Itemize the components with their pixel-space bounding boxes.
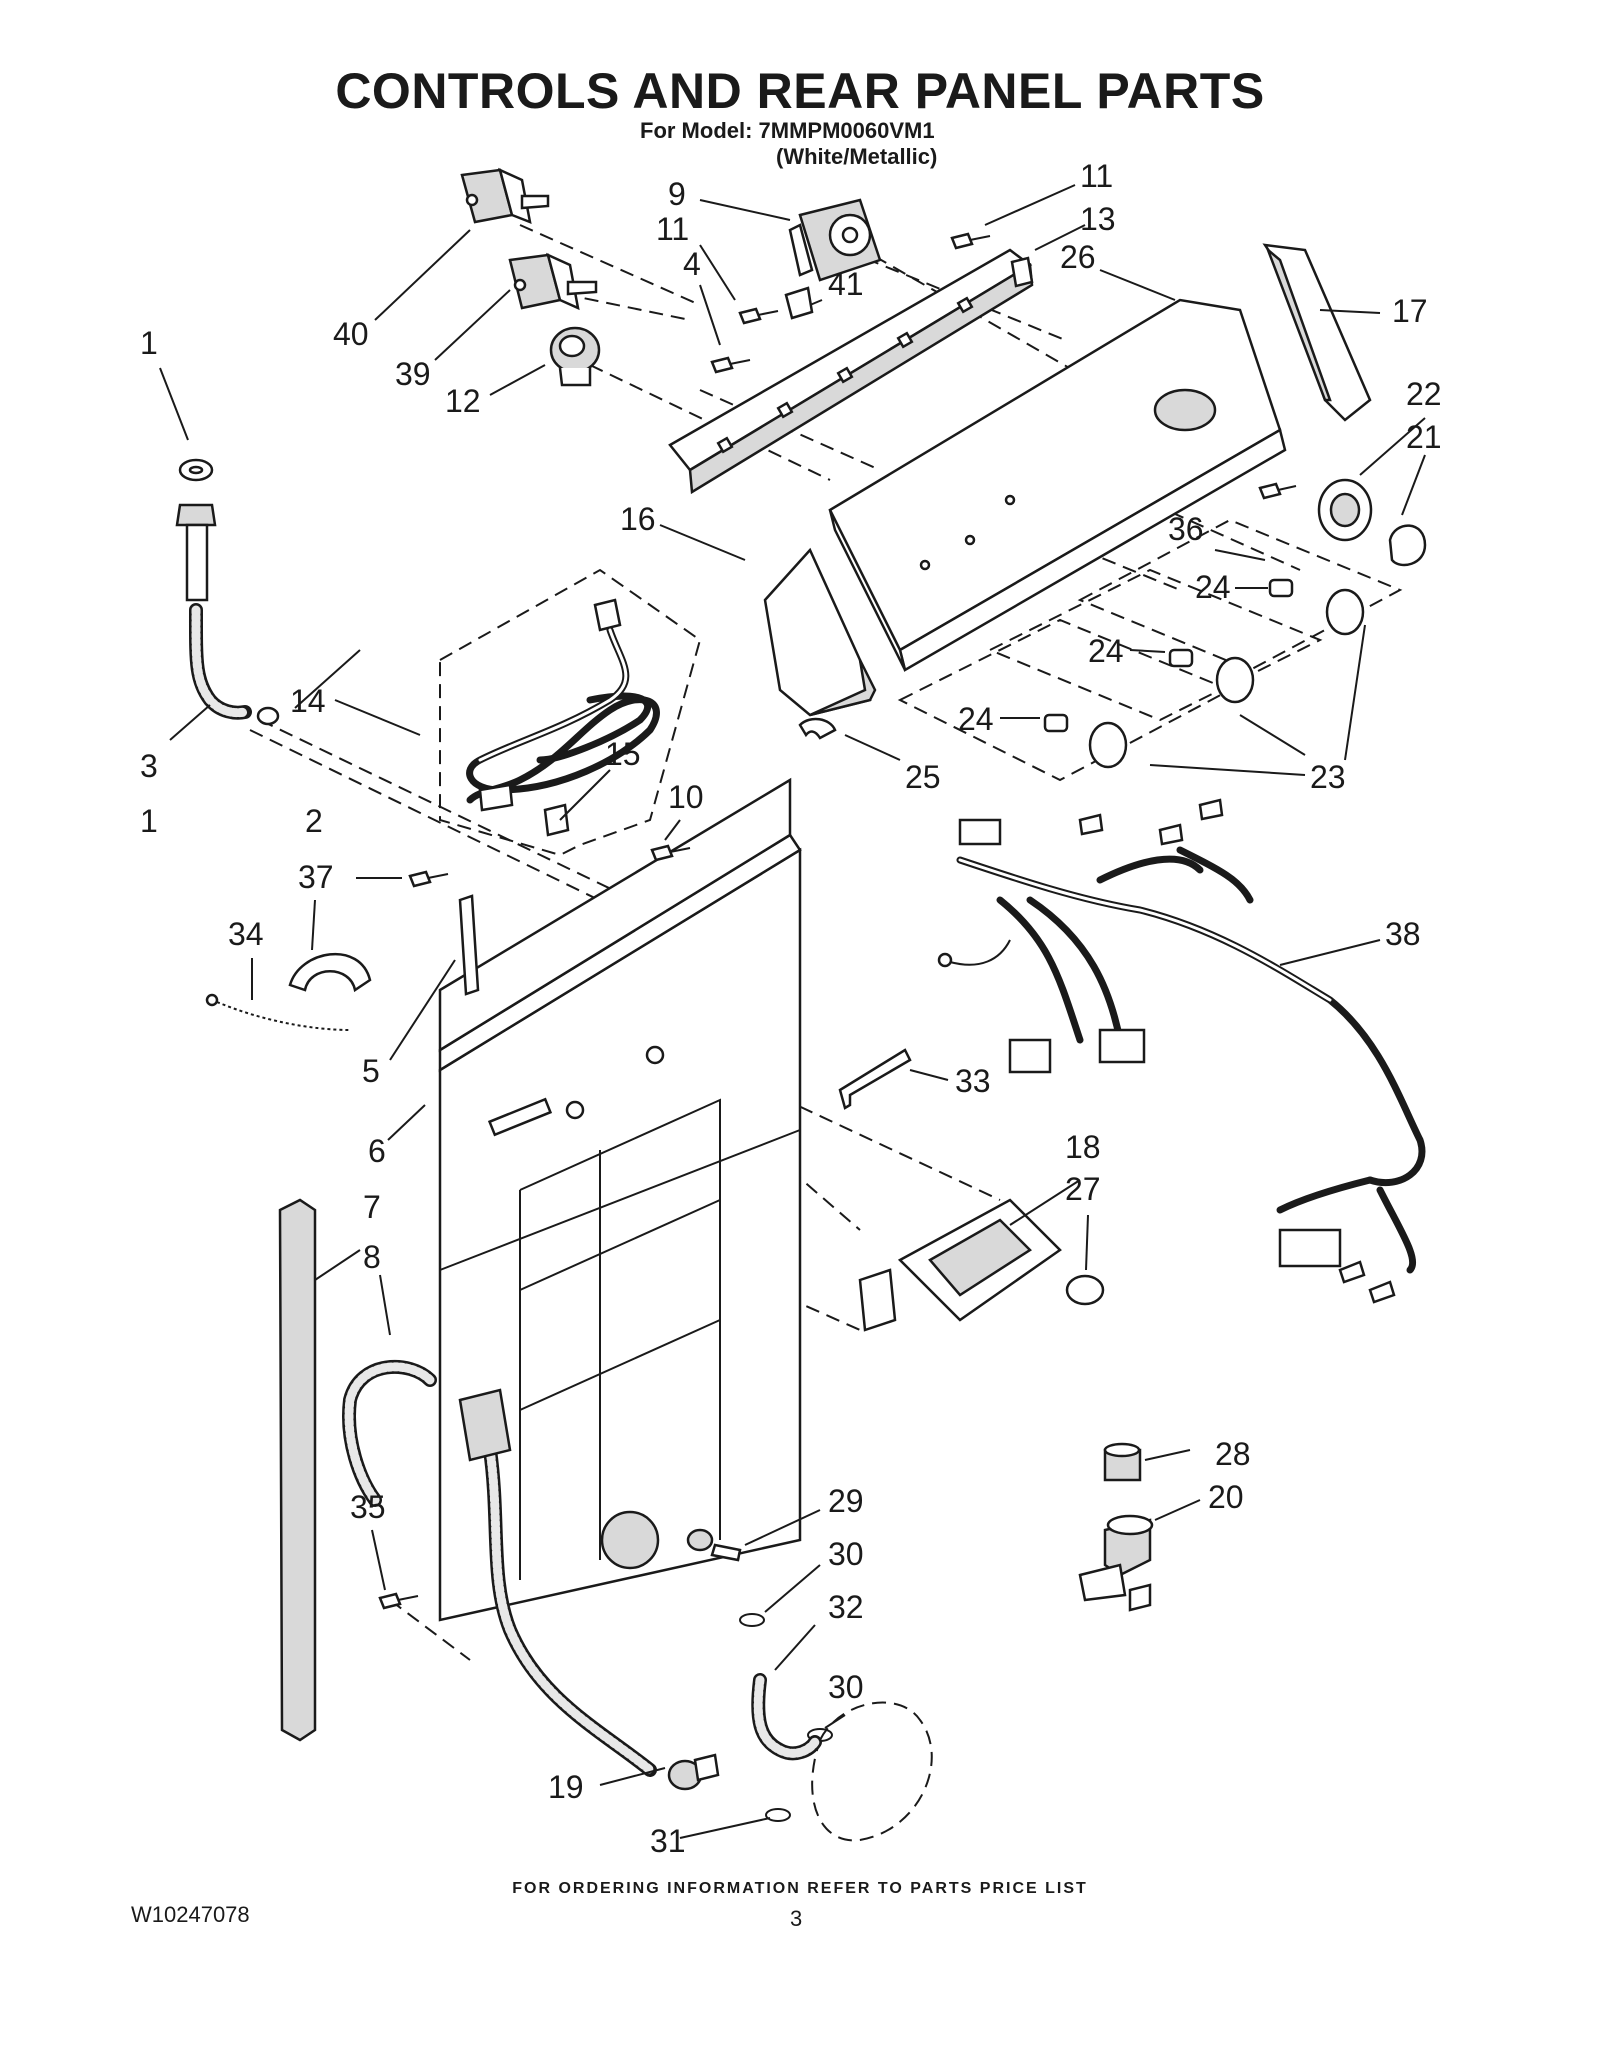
timer-9 [788,198,882,282]
document-number: W10247078 [131,1902,250,1927]
callout-14: 14 [290,683,326,719]
callout-17: 17 [1392,293,1428,329]
clamp-31 [765,1808,791,1822]
screw-35 [378,1592,419,1610]
callout-7: 7 [363,1189,381,1225]
ground-wire-34 [205,993,351,1031]
callout-37: 37 [298,859,334,895]
callout-8: 8 [363,1239,381,1275]
callout-5: 5 [362,1053,380,1089]
pump-20 [1078,1514,1154,1612]
console-26 [828,298,1287,672]
callout-29: 29 [828,1483,864,1519]
clip-25 [798,717,837,740]
callout-31: 31 [650,1823,686,1859]
bracket-33 [838,1048,912,1110]
rear-panel-6 [438,777,802,1622]
screw-10 [650,844,691,862]
callout-27: 27 [1065,1171,1101,1207]
callout-30-lower: 30 [828,1669,864,1705]
inlet-hose-3 [175,458,280,726]
callout-40: 40 [333,316,369,352]
callout-38: 38 [1385,916,1421,952]
model-color: (White/Metallic) [776,144,938,169]
knobs-24 [1043,578,1365,769]
callout-9: 9 [668,176,686,212]
callout-33: 33 [955,1063,991,1099]
callout-24-lower: 24 [958,701,994,737]
callout-1-lower: 1 [140,803,158,839]
callout-6: 6 [368,1133,386,1169]
callout-26: 26 [1060,239,1096,275]
callout-30-upper: 30 [828,1536,864,1572]
callout-35: 35 [350,1489,386,1525]
callout-25: 25 [905,759,941,795]
ordering-note: FOR ORDERING INFORMATION REFER TO PARTS … [512,1880,1088,1897]
screws [710,232,1297,500]
pressure-switch-12 [549,326,601,387]
callout-32: 32 [828,1589,864,1625]
end-cap-17 [1262,243,1372,422]
callout-36: 36 [1168,511,1204,547]
strap-5 [458,894,480,996]
callout-39: 39 [395,356,431,392]
callout-numbers: 1 1 2 3 4 5 6 7 8 9 10 11 11 12 13 14 15… [140,158,1442,1859]
callout-24-upper: 24 [1195,569,1231,605]
plug-29 [686,1528,742,1562]
side-strip-7 [278,1198,317,1742]
callout-19: 19 [548,1769,584,1805]
page-title: CONTROLS AND REAR PANEL PARTS [335,63,1265,119]
hose-32 [751,1673,822,1761]
callout-11-right: 11 [1080,158,1113,194]
callout-3: 3 [140,748,158,784]
callout-23: 23 [1310,759,1346,795]
clamp-19 [667,1753,720,1791]
knob-22 [1317,478,1373,542]
power-cord-14 [466,598,660,837]
callout-34: 34 [228,916,264,952]
callout-22: 22 [1406,376,1442,412]
control-bracket-4 [668,248,1034,495]
leader-lines [159,184,1426,1839]
valve-bracket-18 [858,1198,1062,1332]
callout-15: 15 [605,736,641,772]
callout-24-middle: 24 [1088,633,1124,669]
callout-13: 13 [1080,201,1116,237]
end-cap-16 [763,547,877,717]
button-27 [1065,1274,1105,1306]
wire-harness-38 [937,798,1426,1304]
drain-hose-8 [342,1360,657,1777]
callout-41: 41 [828,266,864,302]
switch-40 [460,167,550,224]
knob-21 [1388,524,1427,567]
page-number: 3 [790,1906,803,1931]
callout-2: 2 [305,803,323,839]
callout-18: 18 [1065,1129,1101,1165]
callout-28: 28 [1215,1436,1251,1472]
switch-39 [508,252,598,311]
callout-21: 21 [1406,419,1442,455]
callout-4: 4 [683,246,701,282]
screw-2 [408,870,449,888]
callout-11-left: 11 [656,211,689,247]
callout-16: 16 [620,501,656,537]
cover-37 [288,952,372,993]
callout-10: 10 [668,779,704,815]
callout-1-upper: 1 [140,325,158,361]
callout-20: 20 [1208,1479,1244,1515]
callout-12: 12 [445,383,481,419]
model-number: For Model: 7MMPM0060VM1 [640,118,935,143]
capacitor-28 [1103,1442,1142,1482]
